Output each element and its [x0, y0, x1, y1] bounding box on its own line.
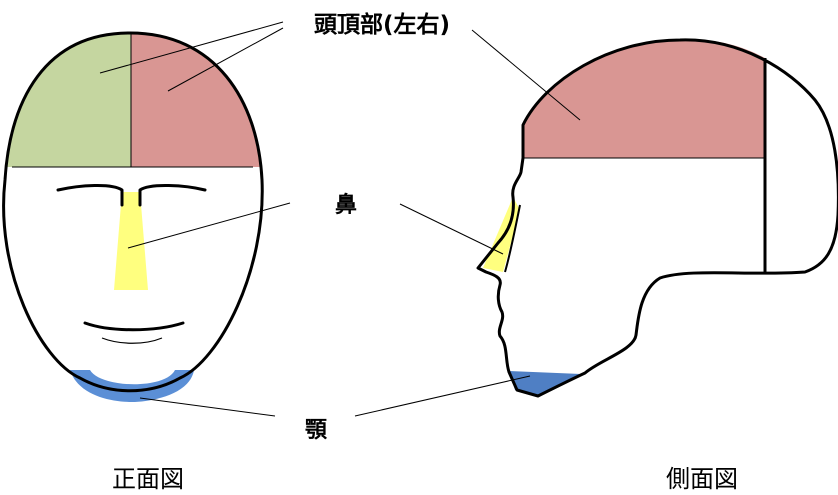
crown-right-region — [131, 33, 263, 167]
leader-nose-front — [127, 202, 291, 249]
leader-jaw-side — [354, 375, 531, 417]
side-nose-region — [483, 197, 520, 272]
leader-crown-side — [471, 29, 581, 121]
side-jaw-region — [509, 371, 581, 396]
front-view-caption: 正面図 — [112, 465, 184, 493]
leader-crown-front-right — [167, 27, 284, 92]
front-eyebrow-right — [138, 183, 207, 207]
front-mouth-lower — [101, 337, 163, 344]
side-nose-inner-edge — [504, 204, 521, 273]
front-nose-region — [114, 192, 148, 290]
leader-lines — [99, 21, 581, 417]
front-eyebrow-left — [56, 183, 124, 207]
front-colored-regions — [3, 33, 263, 167]
side-view-caption: 側面図 — [666, 465, 738, 493]
leader-crown-front-left — [99, 21, 284, 74]
jaw-label: 顎 — [305, 418, 328, 443]
leader-nose-side — [399, 203, 504, 255]
side-view — [476, 38, 838, 398]
nose-label: 鼻 — [335, 192, 357, 218]
leader-jaw-front — [139, 397, 276, 417]
side-head-outline — [476, 38, 838, 398]
side-crown-region — [523, 39, 765, 159]
crown-label: 頭頂部(左右) — [314, 11, 450, 38]
front-head-outline — [2, 31, 264, 393]
front-view — [2, 31, 264, 402]
front-jaw-region — [70, 370, 194, 402]
front-mouth-upper — [83, 321, 185, 332]
